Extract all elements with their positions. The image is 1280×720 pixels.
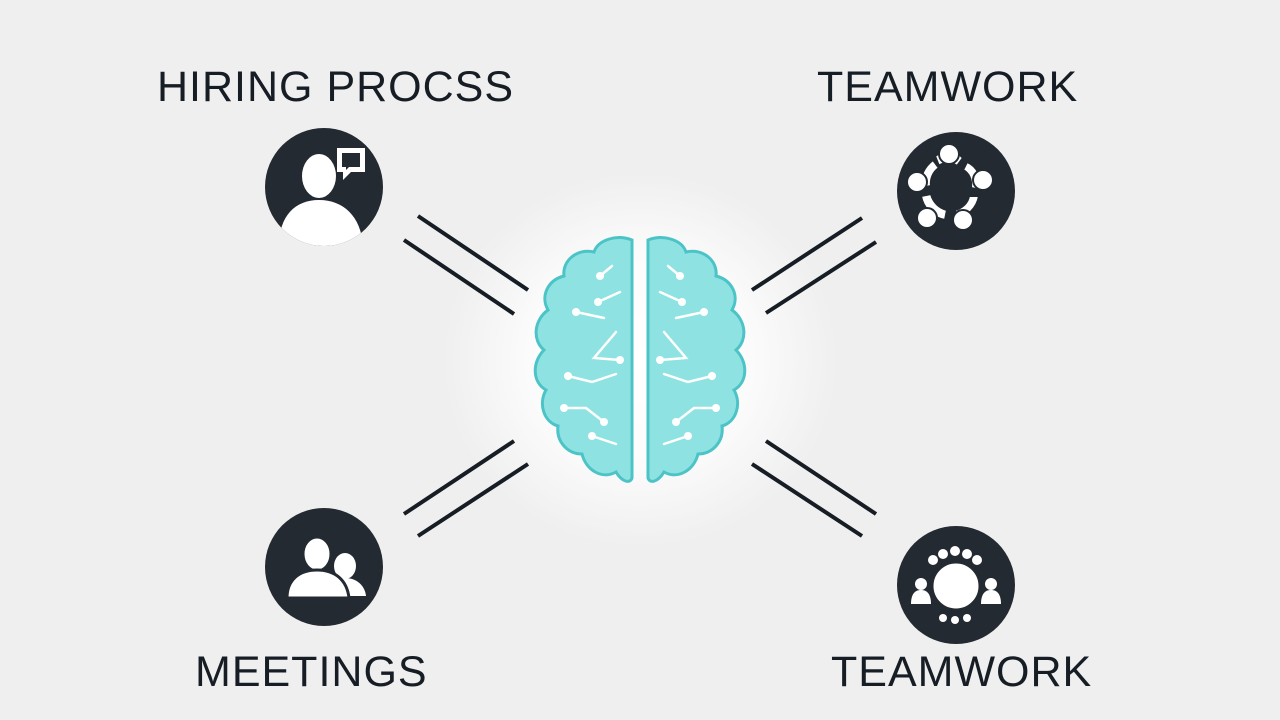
label-hiring-process: HIRING PROCSS (157, 63, 515, 111)
teamwork-circle-icon (906, 143, 994, 231)
meetings-icon-circle (265, 508, 383, 626)
hiring-process-icon-circle (265, 128, 383, 246)
connector-top-left-a (416, 214, 530, 292)
connector-bottom-left-a (402, 439, 516, 516)
person-speech-bubble-icon (279, 148, 365, 246)
connector-top-right-a (750, 216, 864, 292)
brain-circuit-nodes (560, 272, 720, 440)
connector-top-right-b (764, 240, 878, 315)
label-meetings: MEETINGS (195, 648, 428, 696)
label-teamwork-bottom: TEAMWORK (831, 648, 1093, 696)
meeting-people-icon (285, 535, 366, 600)
brain-icon (533, 236, 747, 483)
brain-circuit-lines (562, 264, 718, 446)
connector-top-left-b (402, 238, 516, 316)
label-teamwork-top: TEAMWORK (817, 63, 1079, 111)
brain-glow (440, 170, 840, 550)
round-table-icon (911, 546, 1001, 624)
connector-bottom-right-b (750, 462, 864, 538)
teamwork-icon-circle (897, 132, 1015, 250)
round-table-icon-circle (897, 526, 1015, 644)
connector-bottom-right-a (764, 439, 878, 516)
connector-bottom-left-b (416, 462, 530, 538)
